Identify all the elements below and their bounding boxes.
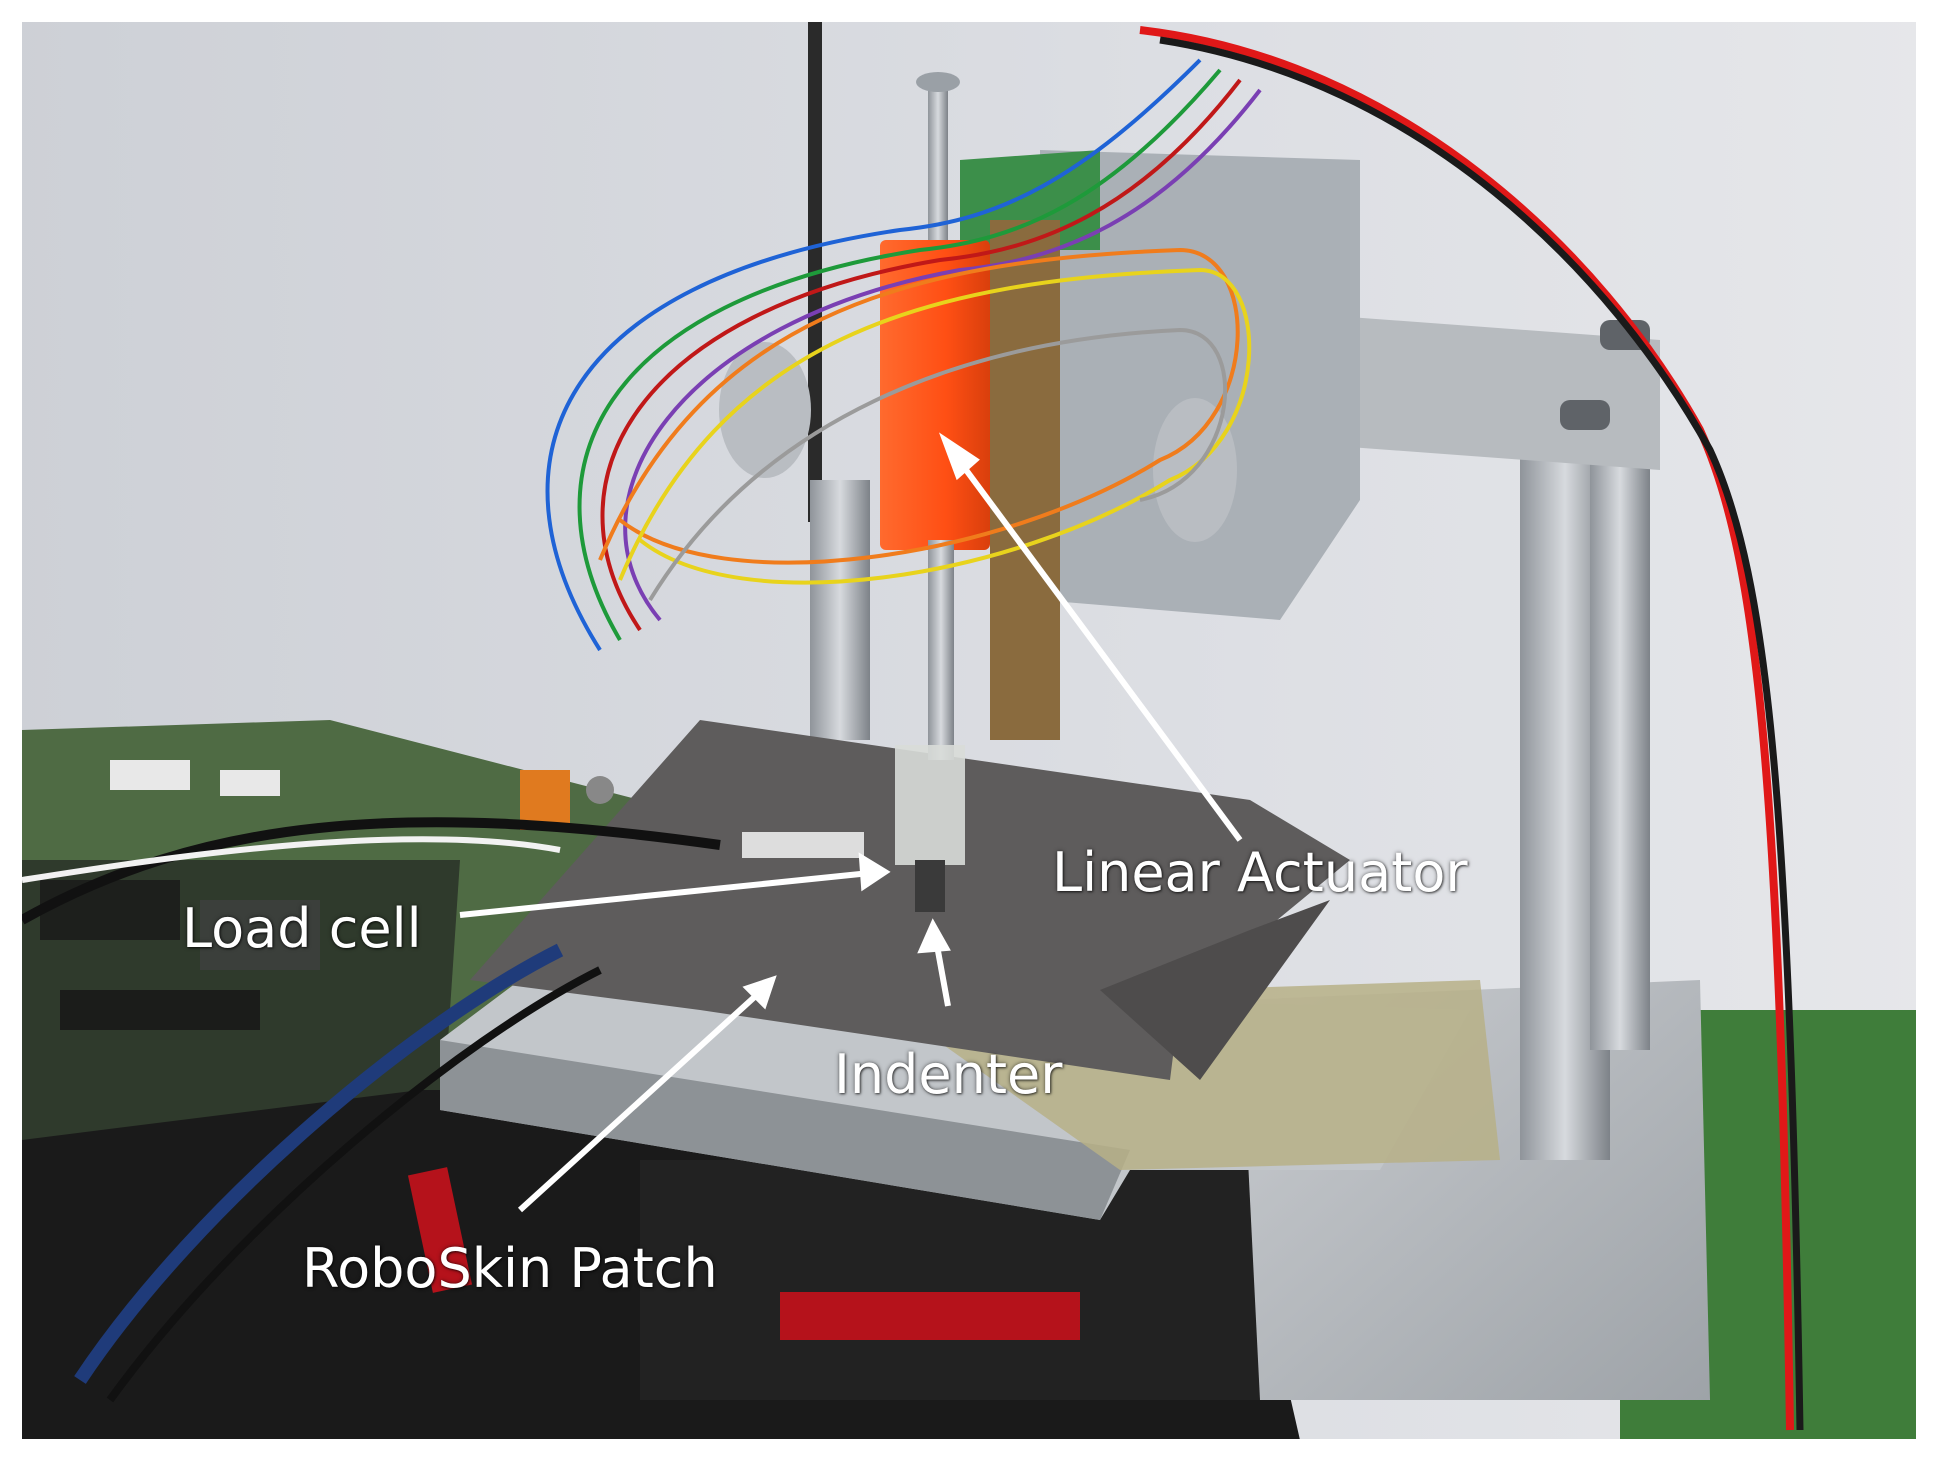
signal-wires [545,58,1262,652]
brass-slide [990,220,1060,740]
actuator-shaft-bottom [928,540,954,760]
arrow-indenter-head [917,918,951,954]
support-column-center [810,480,870,740]
actuator-shaft-top [928,80,948,280]
arrow-linear-actuator-head [938,432,980,481]
arrow-roboskin-patch-head [742,975,777,1010]
knob-left [719,342,811,478]
indenter-holder [895,745,965,865]
indenter-tip [915,860,945,912]
photo-frame [22,22,1916,1439]
label-roboskin-patch: RoboSkin Patch [302,1237,718,1300]
arrow-roboskin-patch [517,989,763,1213]
label-load-cell: Load cell [182,897,422,960]
experimental-setup-photo [22,22,1916,1439]
arrow-load-cell-head [858,852,891,892]
annotation-arrows [459,432,1243,1213]
label-linear-actuator: Linear Actuator [1052,841,1468,904]
thorlabs-logo-plate [780,1292,1080,1340]
power-cable-black [1159,36,1804,1431]
label-indenter: Indenter [834,1043,1063,1106]
arrow-load-cell [459,870,871,918]
load-cell [742,832,864,858]
arrow-linear-actuator [952,453,1243,842]
orange-actuator [880,240,990,550]
cable-loadcell [22,817,721,925]
motor-housing [1040,150,1360,620]
